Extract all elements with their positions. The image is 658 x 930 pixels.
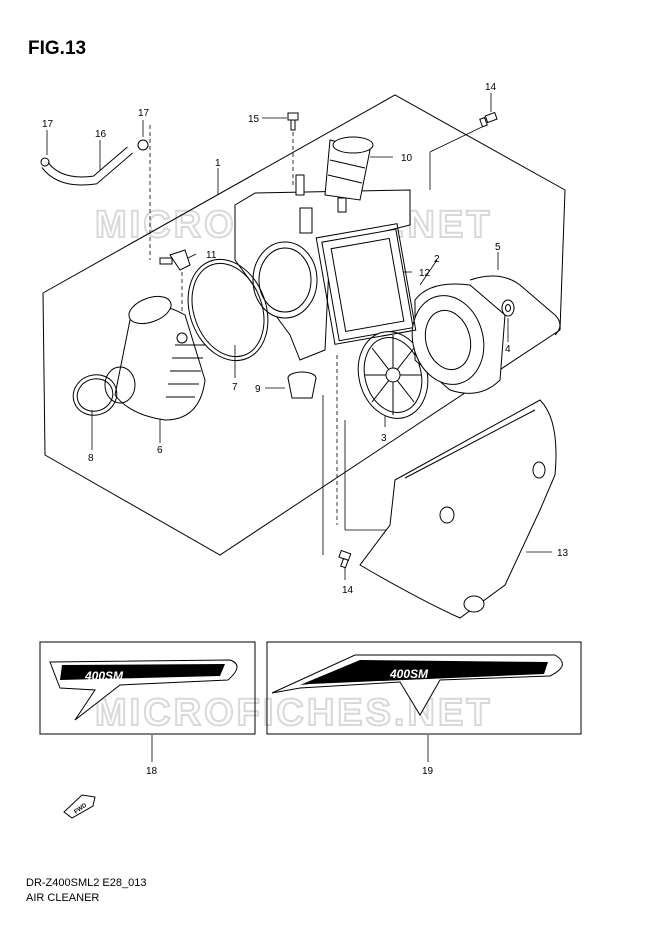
side-cover-part-13 bbox=[359, 399, 557, 619]
filter-element-part-2 bbox=[411, 283, 506, 394]
hose-part-16 bbox=[40, 139, 149, 186]
callout-12: 12 bbox=[419, 268, 431, 279]
decal-part-19: 400SM bbox=[271, 654, 563, 716]
callout-17-right: 17 bbox=[138, 108, 150, 119]
clamp-part-8 bbox=[72, 366, 136, 416]
decal-19-text: 400SM bbox=[389, 667, 429, 681]
callout-2: 2 bbox=[434, 254, 440, 265]
callout-7: 7 bbox=[232, 382, 238, 393]
callout-10: 10 bbox=[401, 153, 413, 164]
clamp-ring-part-7 bbox=[187, 258, 269, 362]
callout-4: 4 bbox=[505, 344, 511, 355]
screw-part-14-bottom bbox=[338, 549, 352, 569]
decal-18-text: 400SM bbox=[84, 669, 124, 683]
callout-15: 15 bbox=[248, 114, 260, 125]
decal-frame-18 bbox=[39, 641, 256, 735]
callout-18: 18 bbox=[146, 766, 158, 777]
leader-lines bbox=[46, 93, 552, 762]
callout-16: 16 bbox=[95, 129, 107, 140]
fwd-arrow-icon: FWD bbox=[63, 794, 96, 819]
callout-13: 13 bbox=[557, 548, 569, 559]
callout-17-left: 17 bbox=[42, 119, 54, 130]
callout-9: 9 bbox=[255, 384, 261, 395]
intake-duct-part-6 bbox=[114, 295, 206, 421]
intake-boot-part-10 bbox=[324, 136, 374, 213]
callout-5: 5 bbox=[495, 242, 501, 253]
figure-title: FIG.13 bbox=[28, 38, 87, 59]
callout-8: 8 bbox=[88, 453, 94, 464]
callout-11: 11 bbox=[206, 250, 217, 261]
callout-14-top: 14 bbox=[485, 82, 497, 93]
wire-part-5 bbox=[469, 275, 561, 336]
assembly-outline bbox=[42, 94, 566, 556]
filter-cage-part-3 bbox=[357, 331, 429, 419]
decal-frame-19 bbox=[266, 641, 582, 735]
callout-14-bottom: 14 bbox=[342, 585, 354, 596]
callout-3: 3 bbox=[381, 433, 387, 444]
callout-6: 6 bbox=[157, 445, 163, 456]
seal-part-12 bbox=[315, 223, 417, 345]
screw-part-14-top bbox=[479, 111, 498, 128]
fitting-part-11 bbox=[159, 249, 191, 271]
callouts: 1 2 3 4 5 6 7 8 9 10 11 12 13 14 14 15 1… bbox=[42, 82, 569, 777]
figure-name: AIR CLEANER bbox=[26, 892, 100, 904]
screw-part-15 bbox=[287, 112, 299, 131]
figure-code: DR-Z400SML2 E28_013 bbox=[26, 877, 147, 889]
watermark-bottom: MICROFICHES.NET bbox=[95, 692, 493, 734]
drain-part-9 bbox=[287, 371, 317, 399]
decal-part-18: 400SM bbox=[49, 659, 238, 721]
washer-part-4 bbox=[501, 299, 515, 317]
callout-1: 1 bbox=[215, 158, 221, 169]
callout-19: 19 bbox=[422, 766, 434, 777]
